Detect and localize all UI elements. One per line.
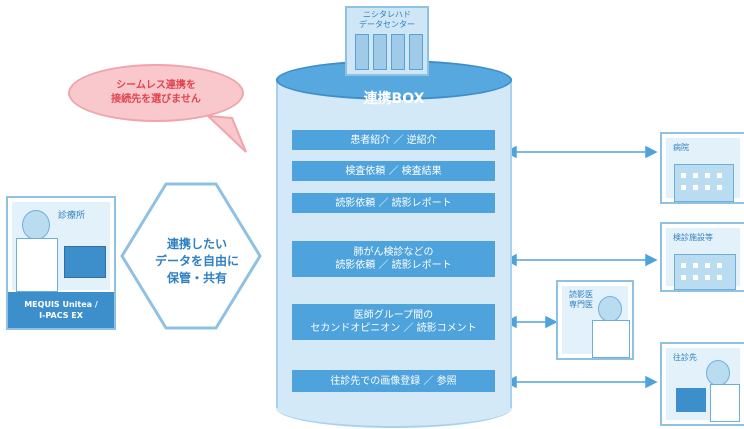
function-box-reading: 読影依頼 ／ 読影レポート: [292, 193, 495, 213]
radiologist-label: 読影医 専門医: [568, 290, 594, 310]
screening-facility-label: 検診施設等: [672, 232, 714, 243]
clinic-product: MEQUIS Unitea / I-PACS EX: [8, 292, 114, 328]
home-visit-label: 往診先: [672, 352, 698, 363]
function-box-screening: 肺がん検診などの読影依頼 ／ 読影レポート: [292, 241, 495, 277]
share-text: 連携したい データを自由に 保管・共有: [154, 237, 239, 285]
radiologist-icon: [598, 296, 622, 322]
visiting-doctor-icon: [706, 360, 730, 386]
tablet-icon: [676, 388, 706, 412]
bubble-tail: [205, 114, 247, 153]
bubble-line-2: 接続先を選びません: [111, 94, 201, 105]
function-box-second-opinion: 医師グループ間のセカンドオピニオン ／ 読影コメント: [292, 304, 495, 340]
radiologist-panel: 読影医 専門医: [556, 280, 634, 360]
hospital-label: 病院: [672, 142, 690, 153]
clinic-panel: 診療所 MEQUIS Unitea / I-PACS EX: [6, 196, 116, 330]
bubble-line-1: シームレス連携を: [116, 80, 196, 91]
box-title: 連携BOX: [363, 91, 425, 107]
datacenter-label: ニシタレハド データセンター: [359, 10, 415, 29]
clinic-label: 診療所: [56, 208, 88, 221]
datacenter-icon: ニシタレハド データセンター: [345, 6, 429, 76]
server-rack-icon: [373, 34, 387, 70]
hospital-building-icon: [674, 164, 734, 202]
server-rack-icon: [391, 34, 405, 70]
home-visit-panel: 往診先: [660, 342, 744, 426]
function-box-referral: 患者紹介 ／ 逆紹介: [292, 130, 495, 150]
monitor-icon: [64, 246, 106, 278]
arrow-inner: [160, 214, 222, 298]
function-box-exam: 検査依頼 ／ 検査結果: [292, 161, 495, 181]
speech-bubble: シームレス連携を 接続先を選びません: [68, 64, 244, 122]
hospital-panel: 病院: [660, 132, 744, 204]
function-box-home-visit: 往診先での画像登録 ／ 参照: [292, 370, 495, 392]
server-rack-icon: [355, 34, 369, 70]
screening-facility-panel: 検診施設等: [660, 222, 744, 292]
facility-building-icon: [674, 254, 736, 290]
server-rack-icon: [409, 34, 423, 70]
